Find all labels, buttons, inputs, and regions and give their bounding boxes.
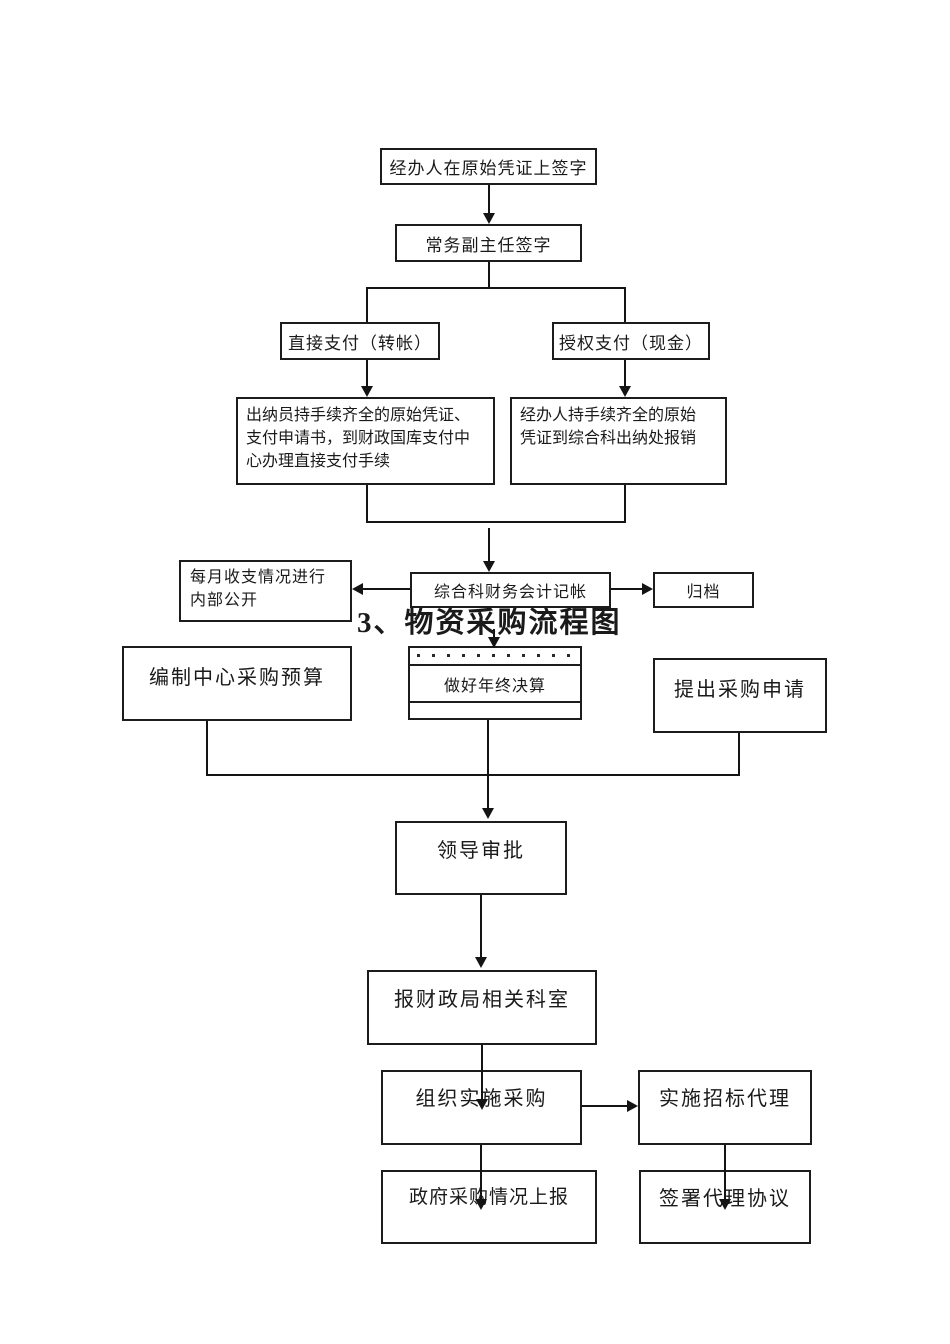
connector-implement-to-agency (582, 1105, 628, 1107)
clipped-text-fragment (410, 654, 580, 666)
arrowhead-down-icon (475, 957, 487, 968)
connector-title-to-finalaccounts (493, 629, 495, 639)
arrowhead-down-icon (483, 213, 495, 224)
connector-accounting-to-monthly (362, 588, 410, 590)
connector-sign-to-deputy (488, 185, 490, 215)
node-direct-pay: 直接支付（转帐） (280, 322, 440, 360)
node-report-gov: 政府采购情况上报 (381, 1170, 597, 1244)
connector-authpay-down (624, 360, 626, 388)
node-sign-agreement: 签署代理协议 (639, 1170, 811, 1244)
arrowhead-down-icon (482, 808, 494, 819)
connector-finance-to-implement (481, 1045, 483, 1101)
connector-implement-to-reportgov (480, 1145, 482, 1201)
node-deputy-sign: 常务副主任签字 (395, 224, 582, 262)
connector-merge-horizontal (366, 521, 626, 523)
connector-branch-right (624, 287, 626, 322)
section-title: 3、物资采购流程图 (357, 607, 622, 639)
node-final-accounts-label: 做好年终决算 (410, 666, 580, 703)
arrowhead-down-icon (619, 386, 631, 397)
empty-row (410, 703, 580, 724)
clipped-glyph-tops (417, 654, 573, 657)
arrowhead-left-icon (352, 583, 363, 595)
connector-accounting-to-archive (611, 588, 644, 590)
connector-request-down (738, 733, 740, 776)
node-leader-approval: 领导审批 (395, 821, 567, 895)
node-budget: 编制中心采购预算 (122, 646, 352, 721)
connector-branch-left (366, 287, 368, 322)
connector-merge-right (624, 485, 626, 523)
arrowhead-down-icon (475, 1199, 487, 1210)
node-accounting: 综合科财务会计记帐 (410, 572, 611, 608)
node-authorized-pay: 授权支付（现金） (552, 322, 710, 360)
connector-deputy-branch-stem (488, 262, 490, 289)
node-cashier-process: 出纳员持手续齐全的原始凭证、 支付申请书，到财政国库支付中 心办理直接支付手续 (236, 397, 495, 485)
connector-merge-left (366, 485, 368, 523)
connector-gather-horizontal (206, 774, 740, 776)
node-archive: 归档 (653, 572, 754, 608)
arrowhead-down-icon (361, 386, 373, 397)
connector-approval-to-finance (480, 895, 482, 958)
node-sign-original: 经办人在原始凭证上签字 (380, 148, 597, 185)
arrowhead-right-icon (627, 1100, 638, 1112)
arrowhead-right-icon (642, 583, 653, 595)
node-agent-reimburse: 经办人持手续齐全的原始 凭证到综合科出纳处报销 (510, 397, 727, 485)
connector-to-approval (487, 720, 489, 809)
connector-merge-to-accounting (488, 528, 490, 563)
node-bidding-agency: 实施招标代理 (638, 1070, 812, 1145)
connector-directpay-down (366, 360, 368, 388)
arrowhead-down-icon (476, 1099, 488, 1110)
connector-agency-to-agreement (724, 1145, 726, 1201)
node-monthly-publicity: 每月收支情况进行 内部公开 (179, 560, 352, 622)
arrowhead-down-icon (488, 637, 500, 648)
node-report-finance: 报财政局相关科室 (367, 970, 597, 1045)
connector-branch-horizontal (366, 287, 626, 289)
node-purchase-request: 提出采购申请 (653, 658, 827, 733)
node-final-accounts: 做好年终决算 (408, 646, 582, 720)
arrowhead-down-icon (719, 1199, 731, 1210)
connector-budget-down (206, 721, 208, 776)
arrowhead-down-icon (483, 561, 495, 572)
